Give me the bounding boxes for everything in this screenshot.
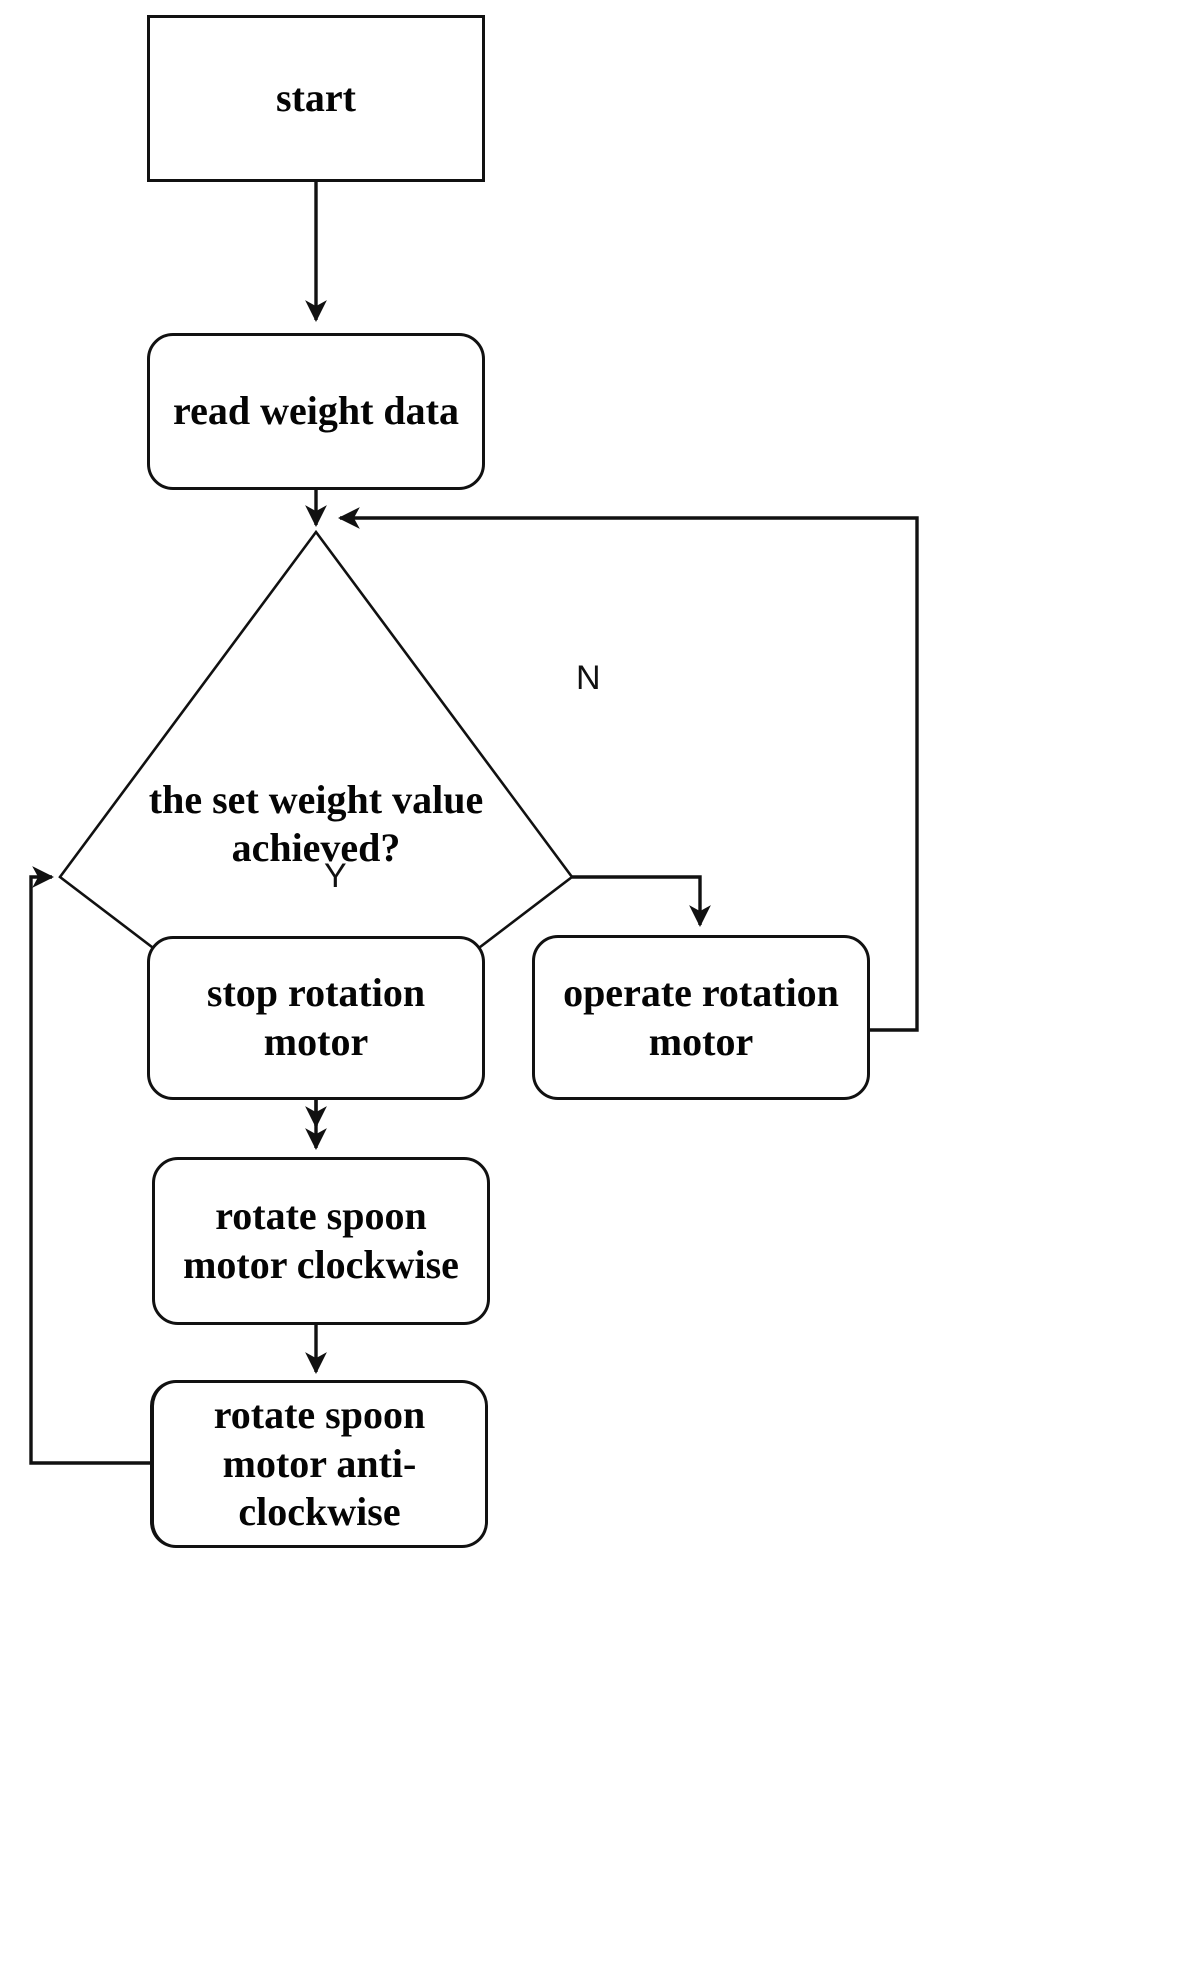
edge-label-yes: Y xyxy=(324,857,347,895)
node-rotate-spoon-motor-clockwise-label: rotate spoon motor clockwise xyxy=(183,1193,459,1287)
node-operate-rotation-motor-label: operate rotation motor xyxy=(563,969,839,1064)
edge-label-no: N xyxy=(576,659,601,697)
edge-decision-no-to-operate xyxy=(572,875,711,927)
node-rotate-spoon-motor-clockwise[interactable]: rotate spoon motor clockwise xyxy=(152,1157,490,1325)
node-start[interactable]: start xyxy=(147,15,485,182)
node-decision-label: the set weight value achieved? xyxy=(148,777,484,870)
node-stop-rotation-motor-label: stop rotation motor xyxy=(206,970,426,1064)
node-operate-rotation-motor[interactable]: operate rotation motor xyxy=(532,935,870,1100)
node-read-weight-data-label: read weight data xyxy=(173,388,459,434)
node-rotate-spoon-motor-anti-clockwise-label: rotate spoon motor anti-clockwise xyxy=(213,1391,426,1535)
node-start-label: start xyxy=(276,75,356,121)
node-rotate-spoon-motor-anti-clockwise[interactable]: rotate spoon motor anti-clockwise xyxy=(150,1380,488,1548)
node-read-weight-data[interactable]: read weight data xyxy=(147,333,485,490)
edge-spoon-ccw-back-to-decision xyxy=(29,866,150,1465)
node-stop-rotation-motor[interactable]: stop rotation motor xyxy=(147,936,485,1100)
